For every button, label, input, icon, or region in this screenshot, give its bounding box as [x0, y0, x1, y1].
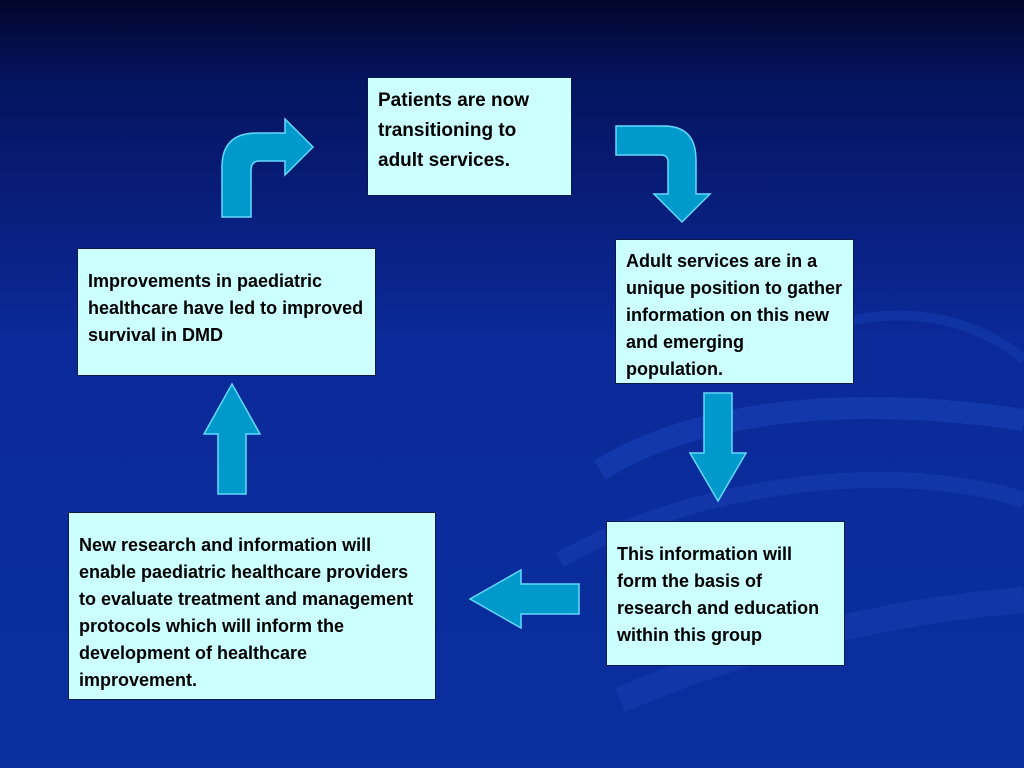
- box-improvements-paediatric-text: Improvements in paediatric healthcare ha…: [88, 271, 364, 345]
- box-patients-transitioning: Patients are now transitioning to adult …: [367, 77, 572, 196]
- box-new-research-text: New research and information will enable…: [79, 535, 414, 690]
- arrow-down-icon: [688, 392, 748, 503]
- box-information-basis: This information will form the basis of …: [606, 521, 845, 666]
- box-adult-services-text: Adult services are in a unique position …: [626, 251, 842, 379]
- box-improvements-paediatric: Improvements in paediatric healthcare ha…: [77, 248, 376, 376]
- box-adult-services: Adult services are in a unique position …: [615, 239, 854, 384]
- box-new-research: New research and information will enable…: [68, 512, 436, 700]
- curved-arrow-right-down-icon: [615, 125, 712, 224]
- arrow-up-icon: [202, 382, 262, 495]
- arrow-left-icon: [468, 568, 580, 630]
- curved-arrow-up-right-icon: [221, 117, 315, 218]
- box-information-basis-text: This information will form the basis of …: [617, 544, 820, 645]
- box-patients-transitioning-text: Patients are now transitioning to adult …: [378, 90, 529, 171]
